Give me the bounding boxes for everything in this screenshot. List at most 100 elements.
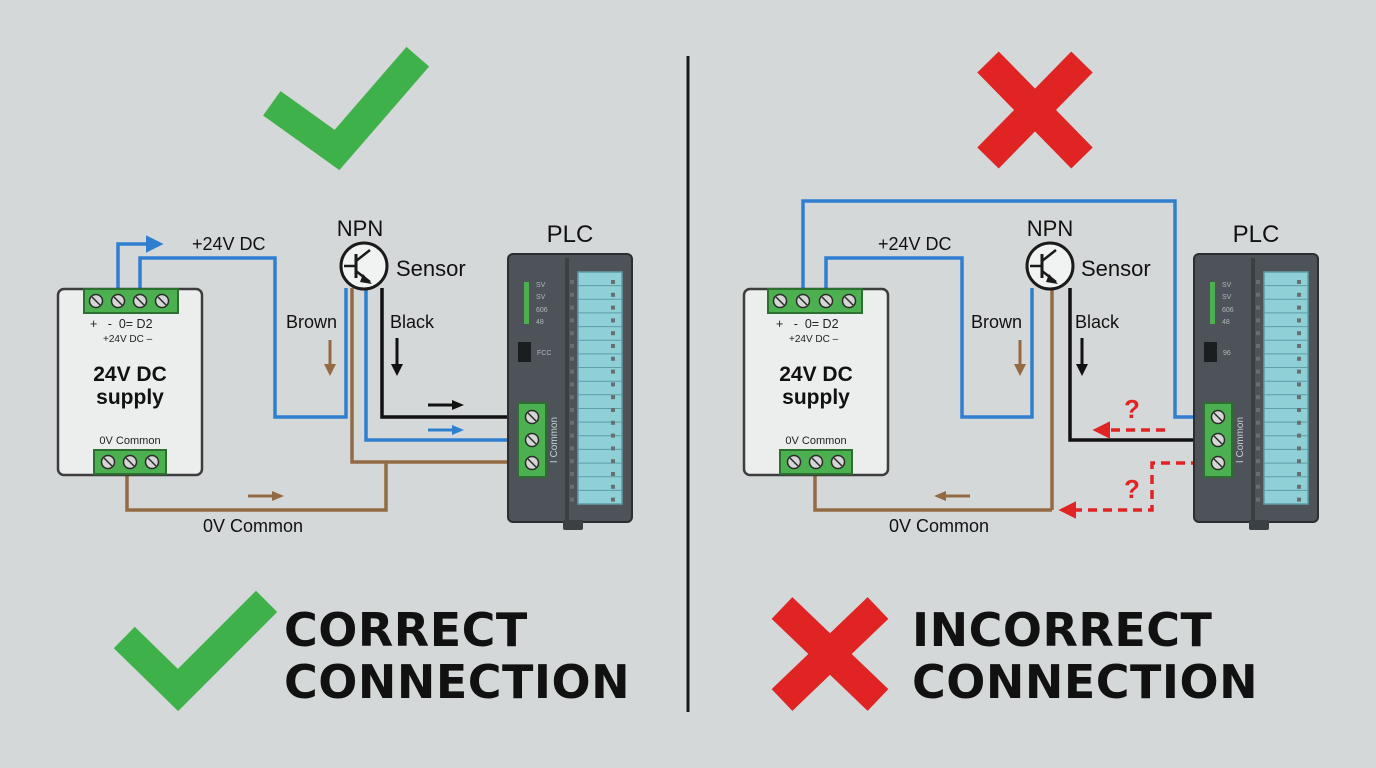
io-indicator	[611, 420, 615, 425]
plc-io-module	[1263, 271, 1309, 505]
io-indicator	[1297, 420, 1301, 425]
question-icon: ?	[1124, 474, 1140, 504]
io-indicator	[1297, 356, 1301, 361]
io-indicator	[1256, 446, 1260, 451]
incorrect-panel: ? ? + - 0= D2 +24V DC – 24V DC supply	[742, 199, 1319, 536]
npn-transistor-icon	[339, 241, 389, 291]
io-indicator	[570, 292, 574, 297]
io-indicator	[1256, 305, 1260, 310]
io-indicator	[1297, 344, 1301, 348]
plc-led-label: SV	[1222, 282, 1232, 289]
io-indicator	[570, 344, 574, 348]
supply-title-line1: 24V DC	[779, 363, 853, 386]
io-indicator	[570, 433, 574, 438]
io-indicator	[1297, 472, 1301, 476]
sensor-name-label: Sensor	[396, 256, 466, 281]
sensor-type-label: NPN	[1027, 216, 1073, 241]
io-indicator	[1297, 369, 1301, 374]
io-indicator	[570, 331, 574, 336]
io-indicator	[570, 369, 574, 374]
io-indicator	[611, 472, 615, 476]
plc-io-module	[577, 271, 623, 505]
plc-terminal-label: I Common	[1235, 417, 1246, 463]
cross-icon	[771, 597, 889, 711]
io-indicator	[611, 305, 615, 310]
supply-sub-label: +24V DC –	[103, 334, 153, 345]
io-indicator	[570, 318, 574, 323]
io-indicator	[1256, 459, 1260, 464]
io-indicator	[611, 318, 615, 323]
io-indicator	[1297, 459, 1301, 464]
io-indicator	[1297, 292, 1301, 297]
io-indicator	[1256, 433, 1260, 438]
io-indicator	[611, 459, 615, 464]
io-indicator	[1256, 369, 1260, 374]
io-indicator	[570, 420, 574, 425]
wire-questionable-common	[1058, 461, 1200, 519]
io-indicator	[570, 395, 574, 400]
plc-small-label: FCC	[537, 350, 551, 357]
wire-brown-lead	[350, 288, 520, 464]
plc-terminal-label: I Common	[549, 417, 560, 463]
io-indicator	[1297, 497, 1301, 502]
io-indicator	[611, 356, 615, 361]
io-indicator	[611, 497, 615, 502]
plc-unit: SV SV 606 48 96 I Common	[1193, 253, 1319, 530]
plc-led-label: SV	[536, 294, 546, 301]
wire-24v-label: +24V DC	[878, 234, 952, 254]
io-indicator	[1256, 356, 1260, 361]
io-indicator	[570, 305, 574, 310]
supply-title-line2: supply	[782, 386, 850, 409]
io-indicator	[1297, 331, 1301, 336]
wire-24v-to-plc	[801, 199, 1206, 419]
io-indicator	[1256, 395, 1260, 400]
check-icon	[263, 46, 430, 171]
io-indicator	[1256, 484, 1260, 489]
incorrect-wires	[801, 199, 1206, 519]
supply-common-label: 0V Common	[785, 435, 846, 447]
sensor-type-label: NPN	[337, 216, 383, 241]
supply-terminal-labels: + - 0= D2	[776, 317, 839, 331]
io-indicator	[1297, 395, 1301, 400]
io-indicator	[1256, 382, 1260, 387]
arrow-icon	[428, 400, 464, 410]
io-indicator	[611, 382, 615, 387]
brown-wire-label: Brown	[971, 312, 1022, 332]
correct-panel: + - 0= D2 +24V DC – 24V DC supply 0V Com…	[56, 216, 633, 536]
supply-title-line1: 24V DC	[93, 363, 167, 386]
wire-24v-loop	[138, 256, 348, 419]
question-icon: ?	[1124, 394, 1140, 424]
plc-small-label: 96	[1223, 350, 1231, 357]
io-indicator	[1256, 497, 1260, 502]
wire-black-signal	[1068, 288, 1206, 442]
io-indicator	[570, 382, 574, 387]
io-indicator	[611, 484, 615, 489]
io-indicator	[1256, 318, 1260, 323]
wire-0v-common	[813, 476, 1052, 512]
arrow-icon	[248, 491, 284, 501]
io-indicator	[570, 459, 574, 464]
supply-title-line2: supply	[96, 386, 164, 409]
io-indicator	[1256, 420, 1260, 425]
io-indicator	[1256, 408, 1260, 412]
io-indicator	[570, 497, 574, 502]
plc-led-label: SV	[1222, 294, 1232, 301]
plc-title: PLC	[547, 221, 594, 248]
plc-led-label: 606	[1222, 307, 1234, 314]
check-icon	[113, 590, 278, 712]
io-indicator	[1297, 382, 1301, 387]
io-indicator	[611, 395, 615, 400]
plc-title: PLC	[1233, 221, 1280, 248]
wire-black-signal	[380, 288, 520, 419]
brown-wire-label: Brown	[286, 312, 337, 332]
incorrect-caption: INCORRECT CONNECTION	[912, 604, 1258, 708]
plc-led-label: 48	[536, 319, 544, 326]
supply-sub-label: +24V DC –	[789, 334, 839, 345]
wire-0v-common	[125, 462, 388, 512]
io-indicator	[1256, 292, 1260, 297]
wire-24v-loop	[824, 256, 1034, 419]
io-indicator	[611, 292, 615, 297]
incorrect-caption-line1: INCORRECT	[912, 603, 1213, 657]
